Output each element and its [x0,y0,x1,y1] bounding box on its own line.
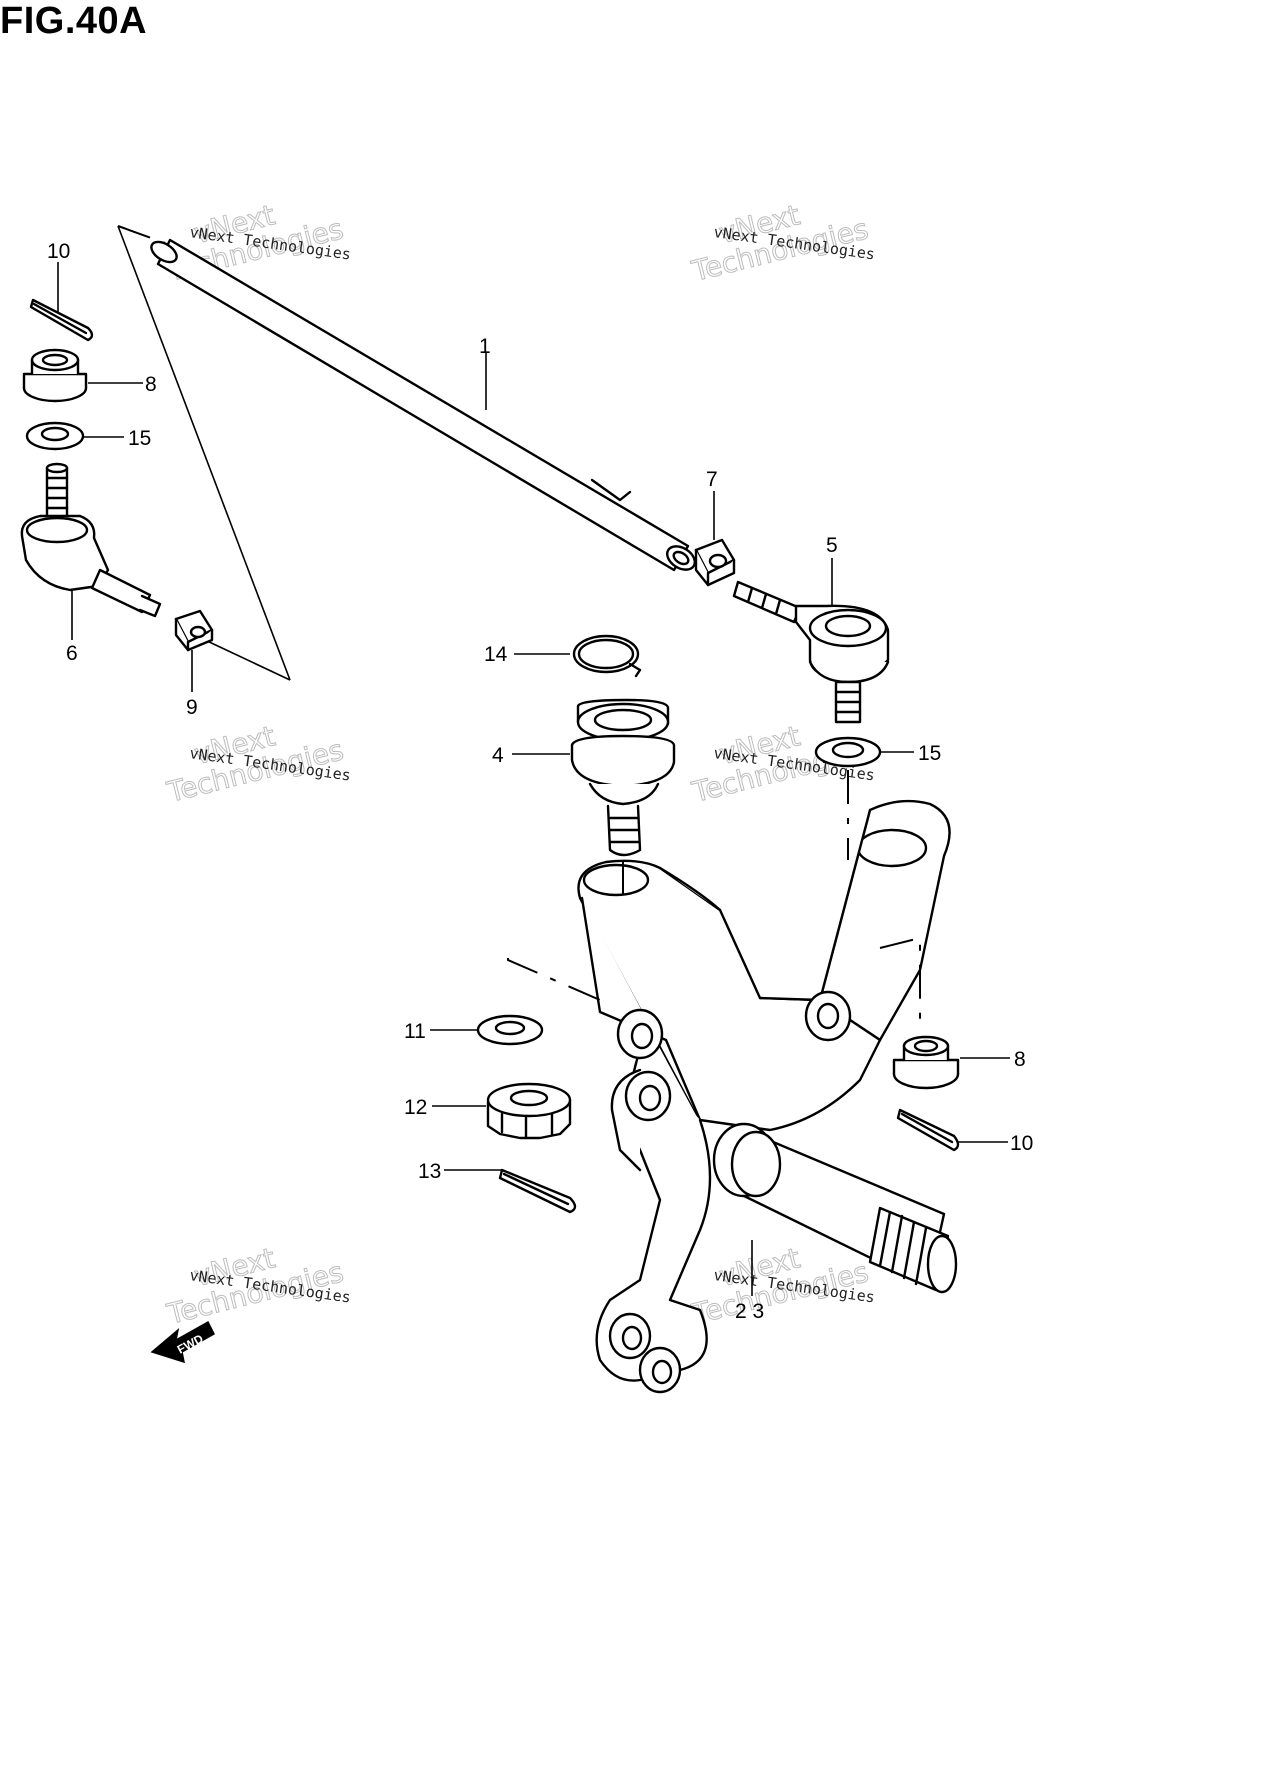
ball-joint [570,698,676,857]
callout-10-left: 10 [47,240,70,263]
callout-15-right: 15 [918,742,941,765]
cotter-pin-right [896,1108,960,1152]
nut-left [174,609,214,652]
tie-rod [150,238,696,572]
flange-nut-left [22,348,88,403]
watermark-top-right: Technologies vNext vNext Technologies [688,198,877,289]
washer-left [25,421,85,451]
figure-title: FIG.40A [0,0,148,42]
callout-14: 14 [484,643,508,666]
callout-15-left: 15 [128,427,151,450]
cotter-pin-left [29,298,94,342]
callout-11: 11 [404,1020,426,1043]
callout-1: 1 [479,335,491,358]
callout-10-right: 10 [1010,1132,1033,1155]
callout-4: 4 [492,744,504,767]
callout-2-3: 2 3 [735,1300,764,1323]
tie-rod-end-left [20,462,162,618]
callout-8-left: 8 [145,373,157,396]
callout-6: 6 [66,642,78,665]
callout-5: 5 [826,534,838,557]
nut-right [694,538,736,587]
assembly-dash-lines [507,770,921,1030]
callout-13: 13 [418,1160,441,1183]
steering-knuckle [577,799,958,1394]
washer-knuckle [476,1014,544,1046]
callout-12: 12 [404,1096,427,1119]
tie-rod-end-right [732,580,890,724]
circlip [572,634,642,678]
watermark-bottom-right: Technologies vNext vNext Technologies [688,1241,876,1332]
watermark-mid-left: Technologies vNext vNext Technologies [163,719,352,810]
watermark-bottom-left: Technologies vNext vNext Technologies [163,1241,352,1332]
castle-nut [486,1082,572,1140]
cotter-pin-knuckle [498,1168,577,1214]
callout-8-right: 8 [1014,1048,1026,1071]
callout-7: 7 [706,468,718,491]
flange-nut-right [892,1035,960,1090]
callout-9: 9 [186,696,198,719]
assembly-bracket-left [117,225,291,681]
washer-right [814,736,882,768]
